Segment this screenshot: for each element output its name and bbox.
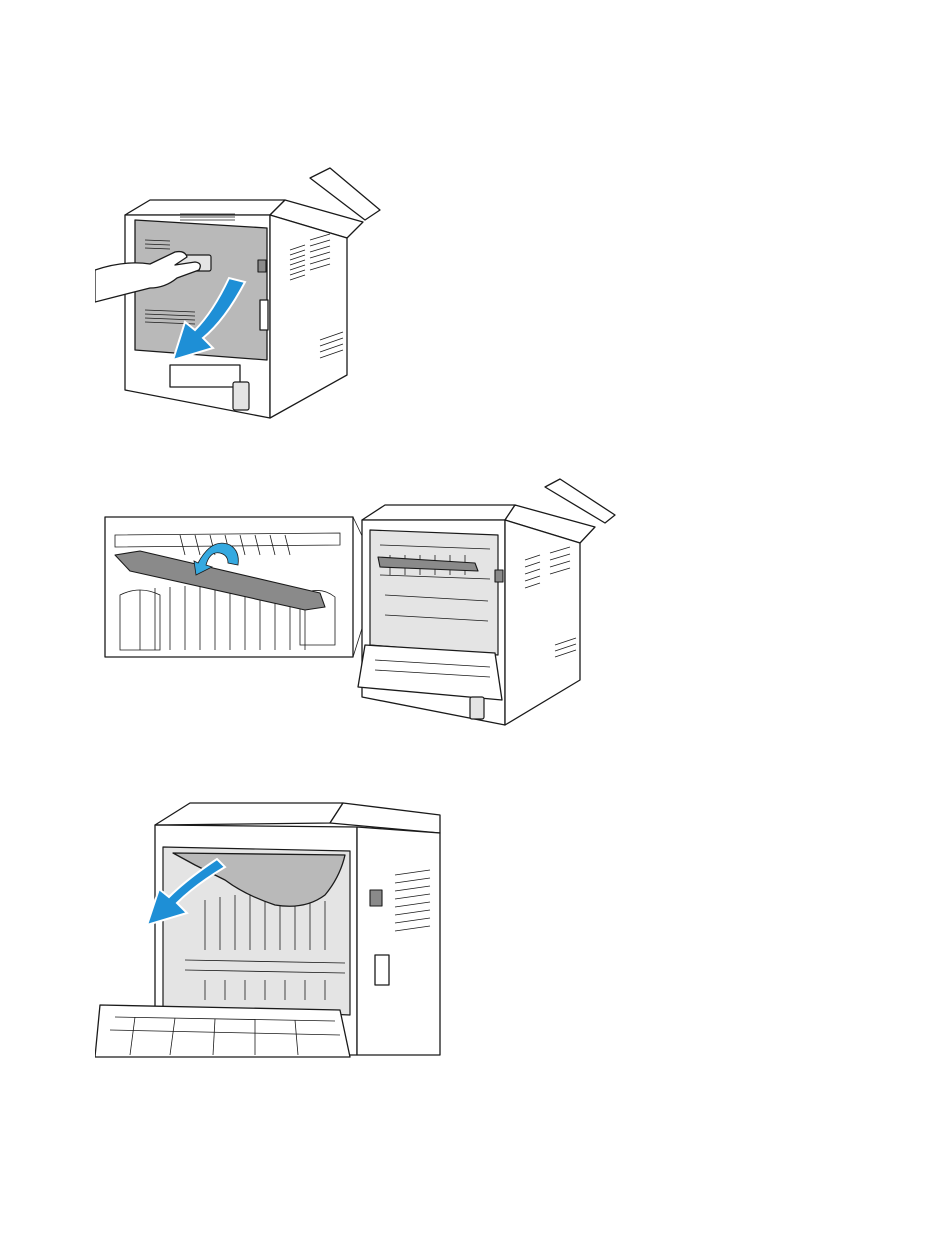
printer-side	[270, 215, 347, 418]
open-rear-door-illustration	[95, 160, 395, 425]
rear-label-plate	[170, 365, 240, 387]
remove-jammed-paper-illustration	[95, 785, 445, 1060]
printer-side	[357, 827, 440, 1055]
power-connector	[233, 382, 249, 410]
lift-fuser-lever-illustration	[100, 475, 630, 735]
